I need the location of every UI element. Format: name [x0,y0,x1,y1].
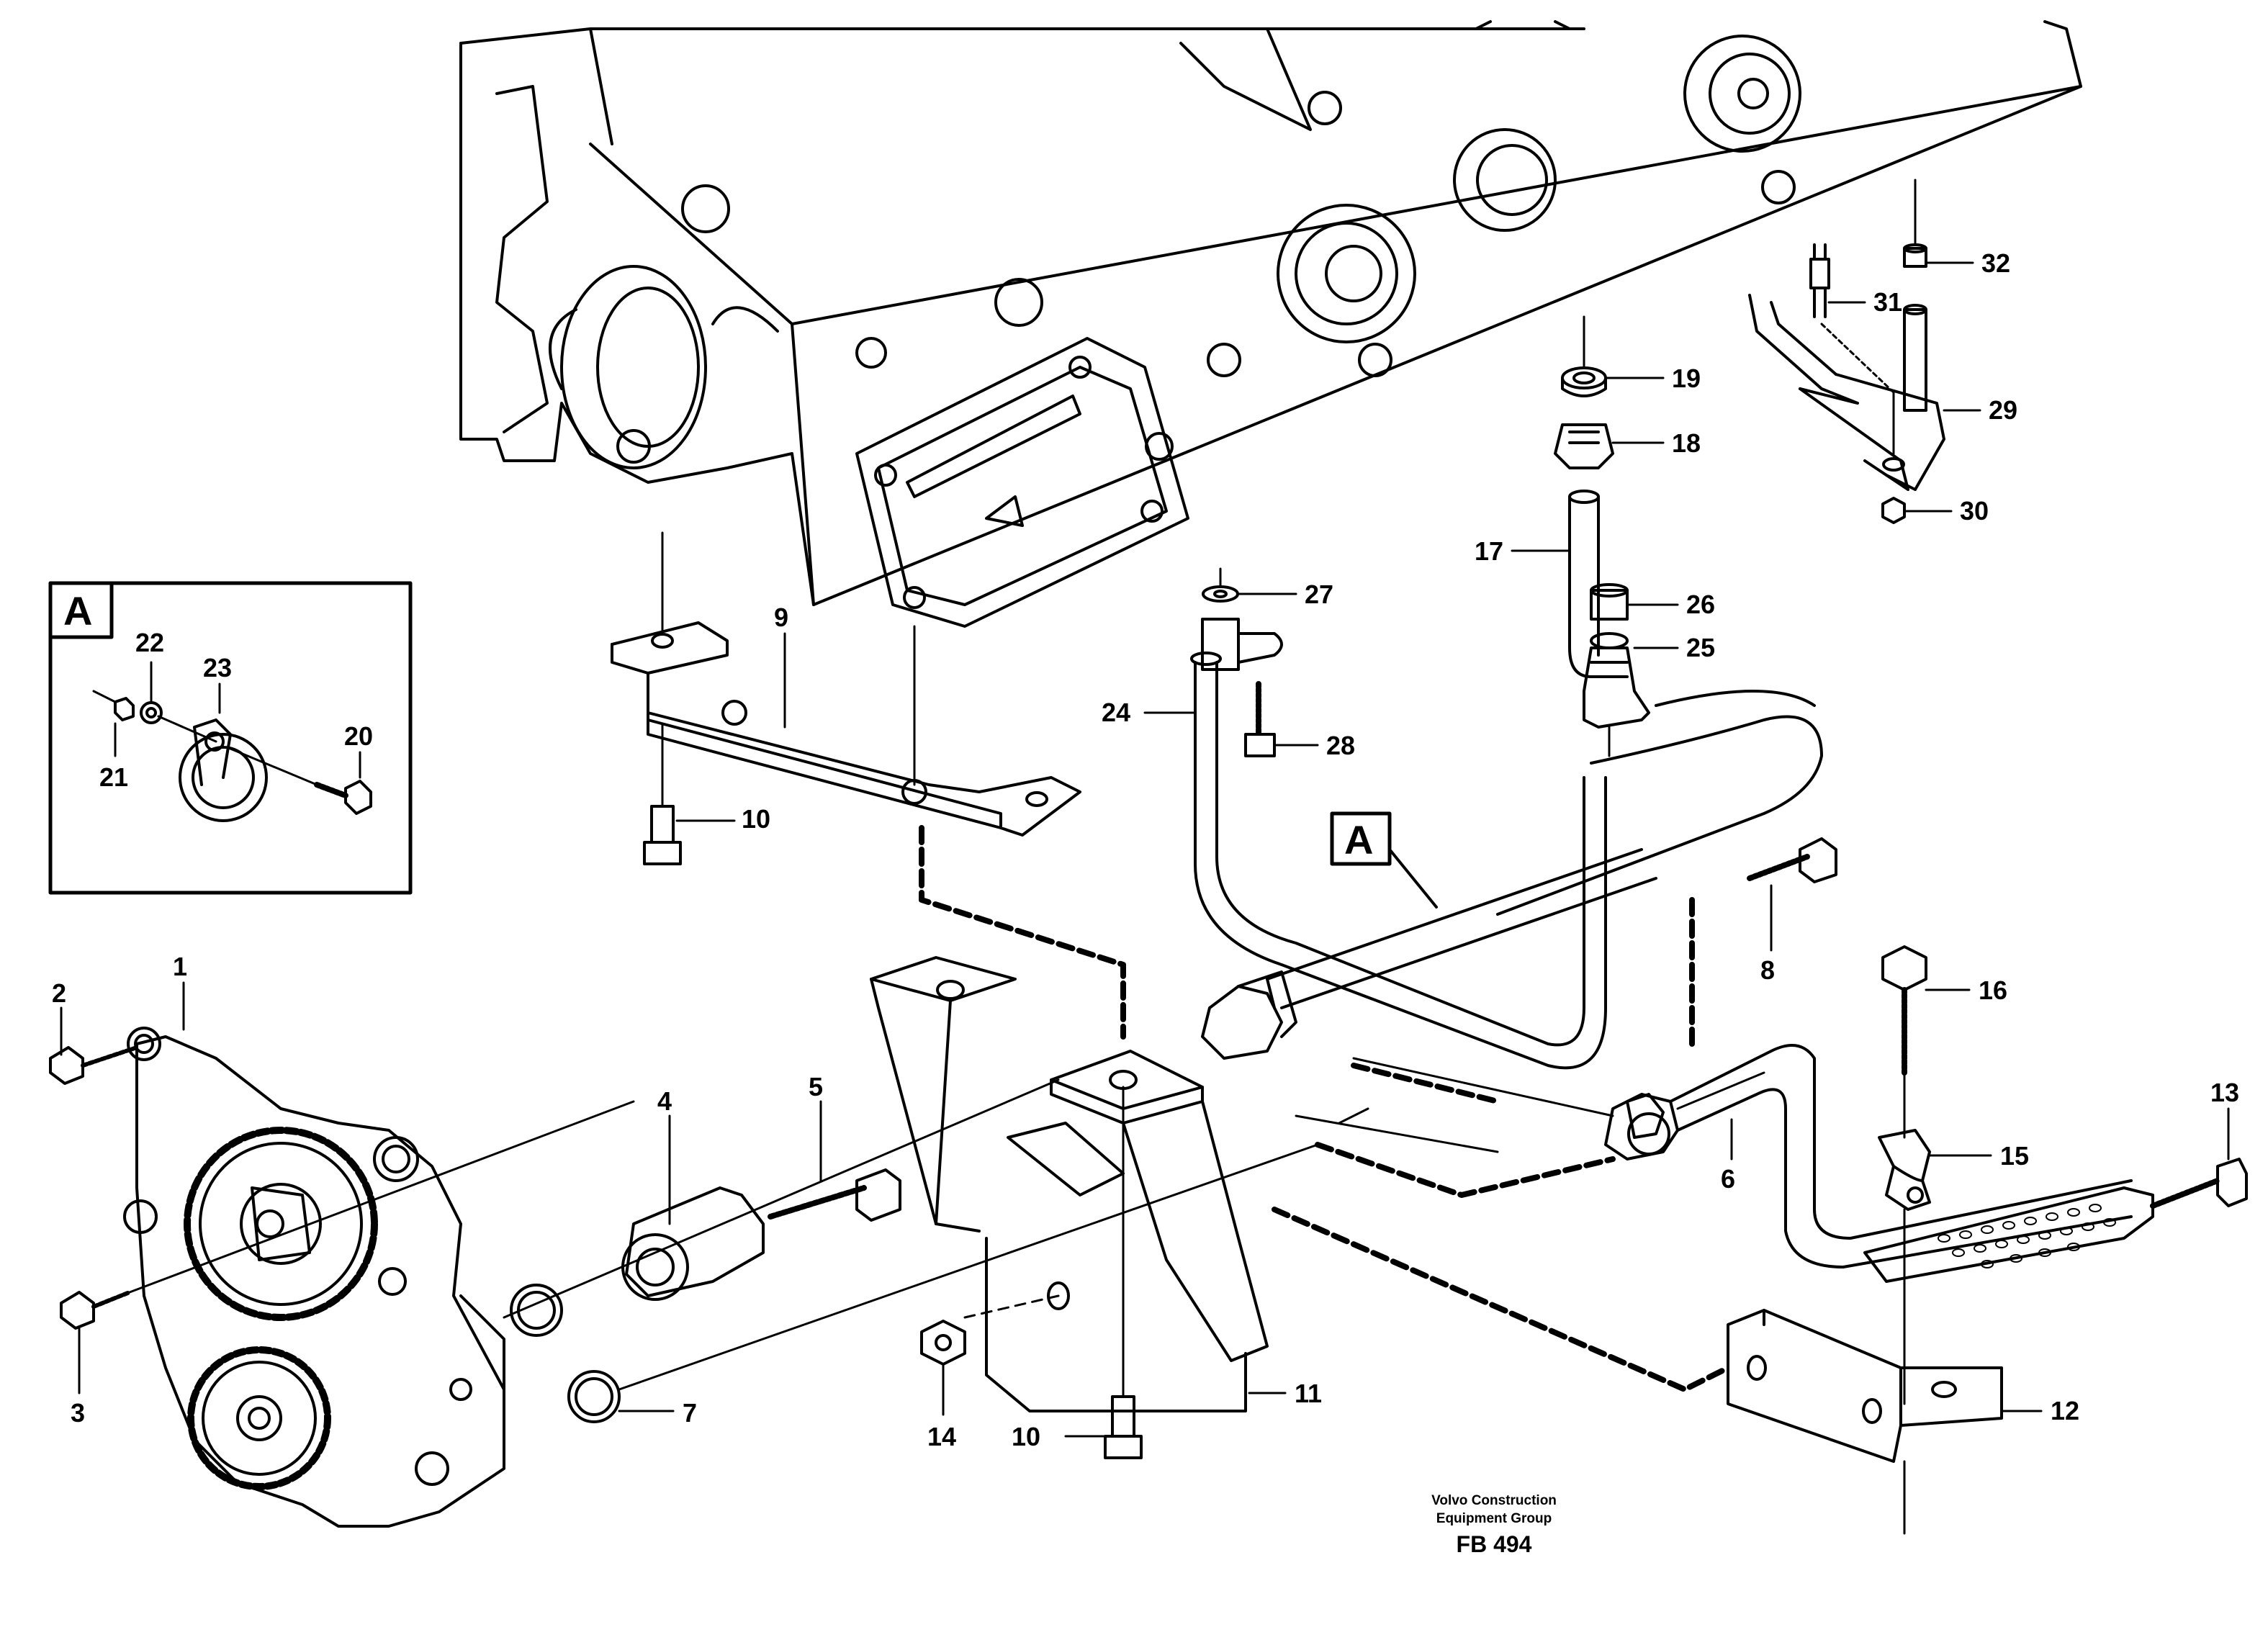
figure-code: FB 494 [1457,1531,1532,1557]
callout-26: 26 [1686,590,1715,619]
inset-bolt-20 [314,780,372,815]
callout-24: 24 [1102,698,1130,727]
inset-nut-21 [114,697,135,721]
callout-25: 25 [1686,633,1715,662]
callout-4: 4 [657,1086,672,1116]
leader-lines [60,261,2230,1438]
bracket-11 [870,956,1269,1412]
flange-24 [1201,618,1283,671]
bracket-29 [1748,294,1945,491]
callout-10-upper: 10 [742,804,770,834]
callout-5: 5 [809,1072,823,1101]
nut-30 [1881,497,1906,524]
bolt-10-upper [643,805,682,865]
bracket-12 [1727,1309,2003,1463]
fitting-18 [1554,423,1614,469]
strainer-holes [1938,1204,2116,1268]
inset-label: A [63,588,92,634]
callout-23: 23 [203,653,232,682]
oil-pump-1 [123,1027,505,1528]
callout-32: 32 [1981,248,2010,278]
bracket-9 [611,621,1081,837]
callout-13: 13 [2210,1078,2239,1107]
bushing-4 [621,1186,765,1301]
callout-30: 30 [1960,496,1989,526]
spacer-32 [1903,243,1927,268]
callout-14: 14 [927,1422,956,1451]
bolt-10-lower [1104,1395,1143,1459]
credit-line-1: Volvo Construction [1431,1493,1557,1508]
inset-washer-22 [140,701,163,724]
callout-22: 22 [135,628,164,657]
callout-11: 11 [1295,1379,1322,1408]
oil-pipe-6 [1604,1044,2154,1283]
detail-inset-frame [48,581,413,895]
engine-block [459,20,2082,628]
callout-17: 17 [1475,536,1503,566]
callout-27: 27 [1305,580,1333,609]
callout-1: 1 [173,952,187,981]
washer-19 [1561,366,1607,397]
callout-29: 29 [1989,395,2017,425]
callout-3: 3 [71,1398,85,1428]
cap-26 [1590,583,1629,621]
callout-19: 19 [1672,364,1701,393]
dashed-connectors [919,825,1731,1392]
callout-28: 28 [1326,731,1355,760]
bolt-13 [2150,1158,2248,1209]
callout-21: 21 [99,762,128,792]
callout-20: 20 [344,721,373,751]
section-marker-frame [1330,811,1392,866]
washer-27 [1202,585,1239,603]
sleeve-32 [1903,304,1927,412]
callout-18: 18 [1672,428,1701,458]
callout-7: 7 [683,1398,697,1428]
fitting-25 [1583,632,1650,729]
callout-6: 6 [1721,1164,1735,1194]
clamp-15 [1878,1129,1931,1211]
bolt-28 [1244,681,1276,757]
callout-12: 12 [2051,1396,2079,1425]
bolt-3 [60,1290,132,1330]
callout-8: 8 [1760,955,1775,985]
callout-31: 31 [1873,287,1902,317]
bolt-16 [1881,945,1927,1076]
callout-9: 9 [774,603,788,632]
pipe-24 [1190,652,1823,1070]
stud-31 [1809,243,1830,318]
callout-15: 15 [2000,1141,2029,1171]
callout-16: 16 [1979,975,2007,1005]
credit-line-2: Equipment Group [1436,1511,1552,1526]
callout-2: 2 [52,978,66,1008]
bolt-5 [768,1168,901,1222]
nut-14 [920,1320,966,1366]
bolt-8 [1747,837,1837,883]
bolt-2 [49,1045,139,1085]
callout-10-lower: 10 [1012,1422,1040,1451]
section-marker-label: A [1344,817,1373,862]
o-ring-7-lower [567,1370,621,1423]
inset-clamp-23 [179,718,268,822]
